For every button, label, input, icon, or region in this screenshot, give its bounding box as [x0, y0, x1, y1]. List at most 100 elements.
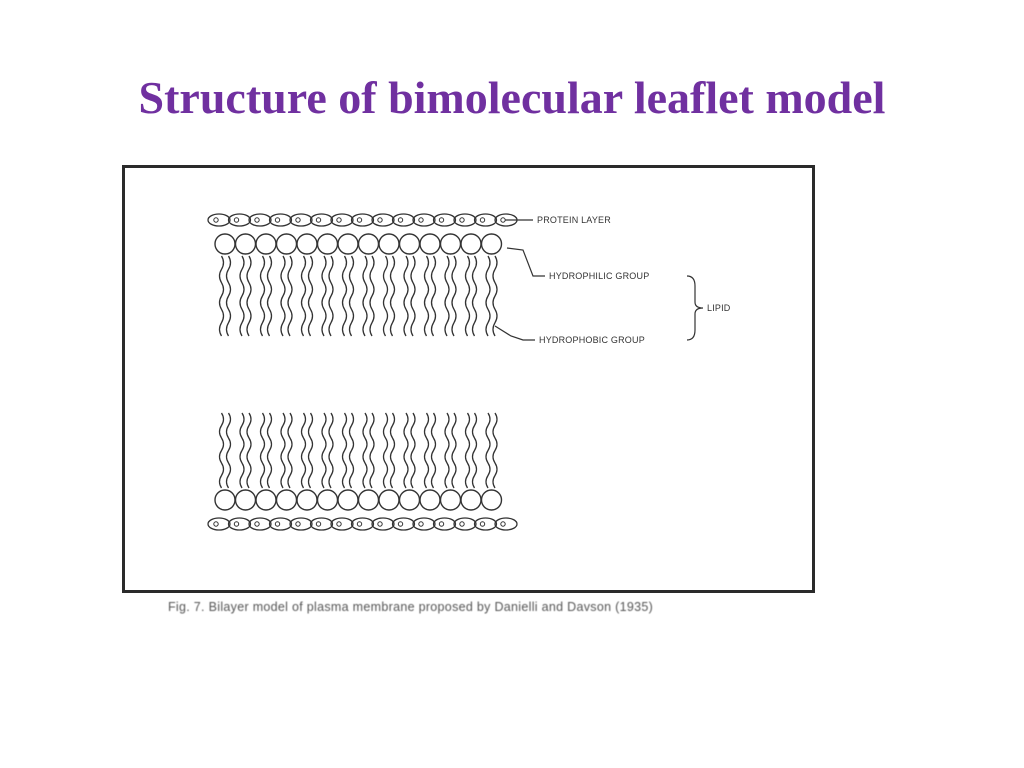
lipid-bottom-tail — [259, 412, 266, 489]
lipid-bottom-tail — [218, 412, 225, 489]
protein-bottom-blob-dot — [336, 521, 342, 527]
lipid-top-tail — [300, 255, 307, 337]
lipid-bottom-tail — [280, 412, 286, 489]
lipid-top-tail — [307, 255, 314, 337]
lipid-top-tail — [451, 255, 457, 337]
lipid-bottom-tail — [321, 412, 327, 489]
lipid-brace — [686, 275, 704, 341]
lipid-bottom-tail — [423, 412, 430, 489]
protein-top-blob — [330, 213, 354, 227]
protein-bottom-blob-dot — [479, 521, 486, 527]
lipid-top-tail — [382, 255, 389, 337]
lipid-top-head — [357, 233, 380, 255]
lipid-top-head — [439, 233, 462, 255]
lipid-bottom-tail — [451, 412, 457, 489]
lipid-top-head — [337, 233, 359, 255]
lipid-label: LIPID — [707, 303, 731, 313]
protein-top-blob-dot — [377, 217, 383, 223]
protein-top-blob — [473, 213, 498, 227]
lipid-bottom-tail — [246, 412, 252, 489]
lipid-top-tail — [369, 255, 375, 337]
lipid-bottom-head — [234, 489, 257, 511]
lipid-top-tail — [225, 255, 232, 337]
protein-bottom-blob — [412, 517, 436, 531]
lipid-bottom-tail — [307, 412, 314, 489]
lipid-top-tail — [218, 255, 225, 337]
lipid-top-head — [460, 233, 482, 255]
lipid-top-head — [419, 233, 441, 255]
protein-top-blob — [412, 213, 436, 227]
lipid-bottom-head — [255, 489, 277, 511]
lipid-bottom-head — [419, 489, 441, 511]
lipid-bottom-tail — [410, 412, 416, 489]
lipid-top-head — [480, 233, 503, 255]
lipid-heads-bottom — [214, 489, 503, 511]
protein-bottom-blob — [432, 517, 457, 531]
protein-top-blob-dot — [356, 217, 363, 223]
protein-bottom-blob — [391, 517, 416, 531]
lipid-bottom-tail — [341, 412, 348, 489]
lipid-top-head — [378, 233, 400, 255]
lipid-top-tail — [464, 255, 471, 337]
protein-top-blob-dot — [254, 217, 260, 223]
lipid-top-tail — [423, 255, 430, 337]
lipid-bottom-head — [480, 489, 503, 511]
lipid-bottom-tail — [389, 412, 396, 489]
protein-bottom-blob — [494, 517, 518, 531]
lipid-bottom-head — [460, 489, 482, 511]
lipid-bottom-head — [296, 489, 318, 511]
protein-layer-top — [207, 213, 518, 227]
protein-bottom-blob — [453, 517, 477, 531]
protein-top-blob — [268, 213, 293, 227]
lipid-heads-top — [214, 233, 503, 255]
lipid-bottom-tail — [287, 412, 293, 489]
protein-bottom-blob-dot — [315, 521, 322, 527]
label-leaders — [494, 219, 704, 341]
protein-bottom-blob — [227, 517, 252, 531]
protein-bottom-blob-dot — [397, 521, 404, 527]
lipid-top-head — [275, 233, 298, 255]
protein-top-blob-dot — [418, 217, 424, 223]
lipid-top-tail — [239, 255, 245, 337]
protein-top-blob — [227, 213, 252, 227]
lipid-bottom-tail — [492, 412, 498, 489]
protein-top-blob-dot — [295, 217, 301, 223]
hydrophilic-leader — [506, 247, 545, 277]
protein-bottom-blob — [289, 517, 313, 531]
lipid-top-tail — [266, 255, 273, 337]
lipid-bottom-tail — [328, 412, 334, 489]
protein-bottom-blob-dot — [233, 521, 240, 527]
lipid-bottom-tail — [369, 412, 375, 489]
protein-bottom-blob-dot — [418, 521, 424, 527]
slide-title: Structure of bimolecular leaflet model — [138, 72, 886, 123]
protein-top-blob-dot — [274, 217, 281, 223]
protein-bottom-blob — [309, 517, 334, 531]
lipid-bottom-tail — [430, 412, 437, 489]
lipid-bottom-tail — [403, 412, 409, 489]
lipid-top-tail — [287, 255, 293, 337]
lipid-top-tail — [485, 255, 491, 337]
protein-top-blob — [289, 213, 313, 227]
protein-top-blob-dot — [459, 217, 465, 223]
lipid-bottom-head — [275, 489, 298, 511]
hydrophobic-group-label: HYDROPHOBIC GROUP — [539, 335, 645, 345]
protein-bottom-blob — [207, 517, 231, 531]
protein-bottom-blob-dot — [500, 521, 506, 527]
lipid-bottom-tail — [239, 412, 245, 489]
protein-top-blob — [350, 213, 375, 227]
protein-bottom-blob-dot — [356, 521, 363, 527]
lipid-top-tail — [444, 255, 450, 337]
lipid-bottom-tail — [444, 412, 450, 489]
protein-bottom-blob — [473, 517, 498, 531]
protein-bottom-blob-dot — [459, 521, 465, 527]
protein-top-blob — [207, 213, 231, 227]
lipid-bottom-head — [357, 489, 380, 511]
protein-bottom-blob-dot — [274, 521, 281, 527]
protein-bottom-blob — [248, 517, 272, 531]
lipid-bottom-tail — [300, 412, 307, 489]
hydrophobic-leader — [494, 325, 535, 341]
protein-layer-label: PROTEIN LAYER — [537, 215, 611, 225]
lipid-bottom-tail — [464, 412, 471, 489]
lipid-bottom-head — [439, 489, 462, 511]
protein-top-blob-dot — [233, 217, 240, 223]
